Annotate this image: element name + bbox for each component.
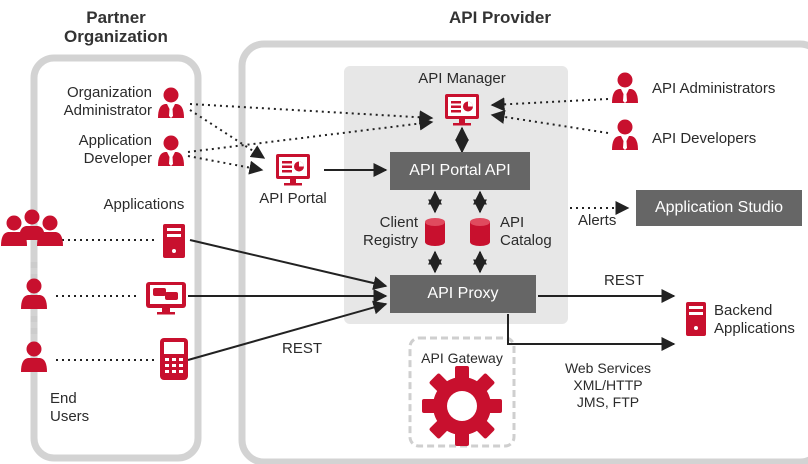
api-proxy-box[interactable]: API Proxy [390,275,536,313]
app-developer-line2: Developer [83,150,152,167]
web-services-line3: JMS, FTP [576,394,640,410]
end-users-label: End Users [50,390,110,426]
api-catalog-db-icon [470,218,490,246]
backend-applications-label: Backend Applications [714,302,806,338]
end-users-line2: Users [50,408,90,425]
application-studio-box[interactable]: Application Studio [636,190,802,226]
application-server-icon [163,224,185,258]
web-services-line2: XML/HTTP [573,377,643,393]
conn-developers-manager [490,110,609,134]
api-portal-api-box[interactable]: API Portal API [390,152,530,190]
api-manager-panel [344,66,568,324]
client-registry-db-icon [425,218,445,246]
api-gateway-label: API Gateway [421,350,503,366]
gear-icon [422,366,502,446]
rest-label-backend: REST [604,272,645,289]
conn-proxy-webservices [507,314,676,351]
client-registry-line2: Registry [362,232,418,249]
org-admin-label: Organization Administrator [40,84,152,120]
partner-header-line2: Organization [64,27,168,46]
api-developers-label: API Developers [652,130,757,147]
backend-line1: Backend [714,302,773,319]
conn-orgadmin-portal [189,109,266,159]
conn-orgadmin-manager [189,103,434,125]
end-users-line1: End [50,390,77,407]
rest-label-clients: REST [282,340,323,357]
conn-appdev-manager [187,116,434,153]
app-developer-label: Application Developer [40,132,152,168]
api-provider-header: API Provider [448,8,552,27]
conn-appdev-portal [187,155,264,175]
api-catalog-line2: Catalog [500,232,552,249]
partner-header-line1: Partner [86,8,146,27]
org-admin-line1: Organization [66,84,152,101]
app-developer-line1: Application [78,132,152,149]
alerts-label: Alerts [578,212,617,229]
api-administrators-label: API Administrators [652,80,776,97]
backend-server-icon [686,302,706,336]
api-manager-label: API Manager [418,70,506,87]
client-registry-line1: Client [379,214,418,231]
client-registry-label: Client Registry [356,214,418,250]
partner-org-header: Partner Organization [40,8,192,46]
api-catalog-line1: API [500,214,525,231]
api-catalog-label: API Catalog [500,214,566,250]
api-portal-label: API Portal [259,190,327,207]
mobile-phone-icon [160,338,188,380]
applications-label: Applications [103,196,185,213]
chat-monitor-icon [146,282,186,315]
conn-app-proxy [189,239,388,290]
web-services-label: Web Services XML/HTTP JMS, FTP [548,360,668,411]
partner-org-container [30,54,202,462]
conn-mobile-proxy [187,300,388,361]
conn-admins-manager [490,97,609,112]
org-admin-line2: Administrator [63,102,152,119]
backend-line2: Applications [714,320,795,337]
web-services-line1: Web Services [564,360,652,376]
